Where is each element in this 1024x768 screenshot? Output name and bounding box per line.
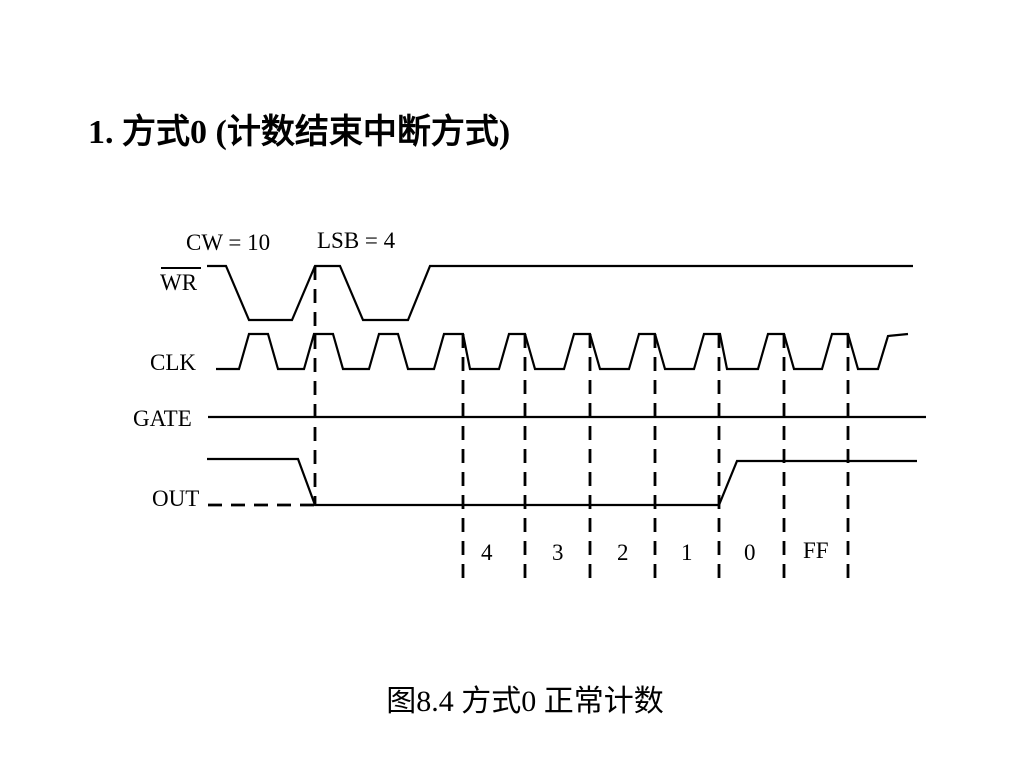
count-value: 3 <box>552 540 564 565</box>
count-value: FF <box>803 538 829 563</box>
out-label: OUT <box>152 486 199 511</box>
count-value: 1 <box>681 540 693 565</box>
count-value: 0 <box>744 540 756 565</box>
wr-waveform <box>207 264 913 322</box>
out-waveform <box>207 457 917 507</box>
clk-label: CLK <box>150 350 196 375</box>
count-value: 4 <box>481 540 493 565</box>
count-value: 2 <box>617 540 629 565</box>
lsb-annotation: LSB = 4 <box>317 228 396 253</box>
gate-label: GATE <box>133 406 192 431</box>
slide-title: 1. 方式0 (计数结束中断方式) <box>88 114 511 151</box>
cw-annotation: CW = 10 <box>186 230 270 255</box>
clk-waveform <box>216 332 909 371</box>
figure-caption: 图8.4 方式0 正常计数 <box>386 685 664 718</box>
wr-label: WR <box>160 270 198 295</box>
